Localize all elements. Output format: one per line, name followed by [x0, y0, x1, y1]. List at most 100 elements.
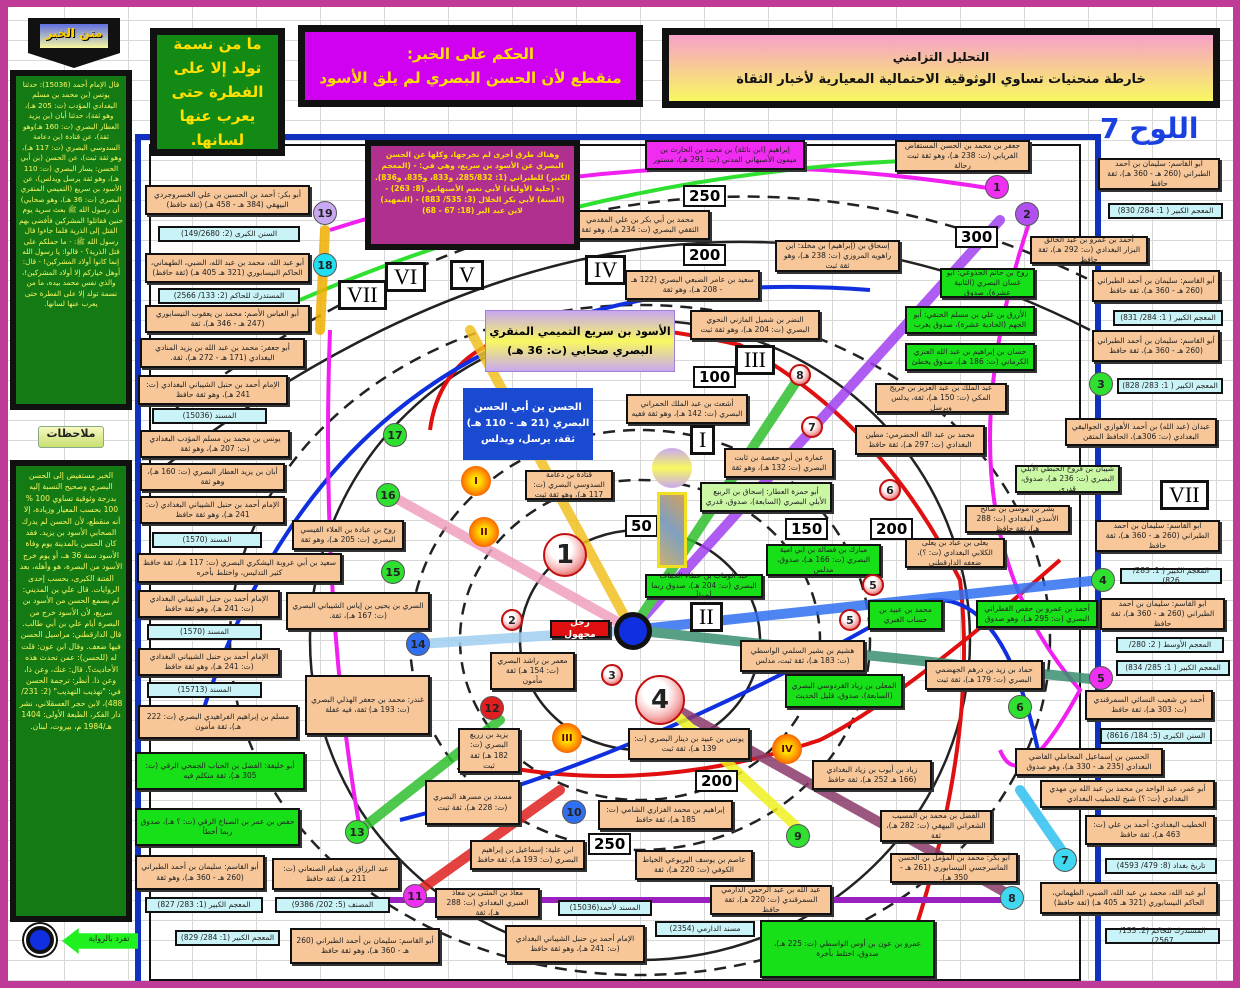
path-number-16: 16 [376, 483, 400, 507]
scale-label: 250 [683, 185, 727, 207]
narrator-box-munadi: أبو جعفر: محمد بن عبد الله بن يزيد المنا… [140, 338, 305, 368]
narrator-box-nadr: النضر بن شميل المازني النحوي البصري (ت: … [690, 310, 820, 340]
lamp-icon [652, 448, 692, 570]
node-number: 5 [862, 574, 884, 596]
other-routes-text: وهناك طرق أخرى لم نخرجها، وكلها عن الحسن… [371, 146, 574, 244]
notes-text: الخبر مستفيض إلى الحسن البصري وصحيح النس… [16, 466, 126, 916]
narrator-box-mamar: معمر بن راشد البصري (ت: 154 هـ) ثقة مأمو… [490, 652, 575, 690]
node-number: 5 [839, 609, 861, 631]
hasan-dates: البصري (21 هـ - 110 هـ) [466, 418, 590, 429]
node-number: 4 [635, 675, 685, 725]
scale-label: 100 [693, 366, 737, 388]
narrator-box-hakim1: أبو عبد الله، محمد بن عبد الله، الضبي، ا… [145, 253, 310, 283]
companion-box: الأسود بن سريع التميمي المنقري البصري صح… [485, 310, 675, 372]
narrator-box-firyabi: جعفر بن محمد بن الحسن المستفاض الفريابي … [895, 140, 1030, 172]
path-number-10: 10 [562, 800, 586, 824]
path-number-15: 15 [381, 560, 405, 584]
scale-label: 300 [955, 226, 999, 248]
narrator-box-saeed-amir: سعيد بن عامر الضبعي البصري (122 هـ - 208… [625, 270, 760, 300]
narrator-box-nasai: أحمد بن شعيب النسائي السمرقندي (ت: 303 ه… [1085, 690, 1213, 720]
path-number-13: 13 [345, 820, 369, 844]
verdict-text: منقطع لأن الحسن البصري لم يلق الأسود [319, 69, 622, 87]
path-number-2: 2 [1015, 202, 1039, 226]
narrator-box-mahamili: الحسين بن إسماعيل المحاملي القاضي البغدا… [1015, 748, 1163, 776]
notes-label: ملاحظات [38, 426, 104, 448]
narrator-box-fadl: الفضل بن محمد بن المسيب الشعراني البيهقي… [880, 810, 992, 842]
tier-label: V [450, 260, 484, 290]
path-number-1: 1 [985, 175, 1009, 199]
quote-box: ما من نسمة تولد إلا على الفطرة حتى يعرب … [150, 28, 285, 156]
node-number: 2 [501, 609, 523, 631]
path-number-12: 12 [480, 696, 504, 720]
scale-label: 50 [625, 515, 658, 537]
path-number-5: 5 [1089, 666, 1113, 690]
narrator-box-ghubari: محمد بن عبيد بن حساب الغبري [868, 600, 943, 630]
narrator-box-hassan: حسان بن إبراهيم بن عبد الله العنزي الكرم… [905, 343, 1035, 371]
node-number: 1 [543, 533, 587, 577]
citation-nasai: السنن الكبرى (5: 184/ 8616) [1100, 728, 1212, 744]
header-title: التحليل التزامني [892, 49, 990, 64]
matn-label-text: متن الخبر [39, 24, 109, 48]
citation-kabir-826: المعجم الكبير ( 1: 283/ 826) [1120, 566, 1222, 585]
tier-node: IV [772, 734, 802, 764]
narrator-box-tabarani-a: أبو القاسم: سليمان بن أحمد الطبراني (260… [135, 855, 265, 890]
narrator-box-aban: أبان بن يزيد العطار البصري (ت: 160 هـ)، … [140, 463, 285, 491]
path-number-9: 9 [786, 824, 810, 848]
path-number-17: 17 [383, 423, 407, 447]
citation-musnad-ahmad: المسند لأحمد(15036) [558, 900, 652, 916]
narrator-box-tabarani-4: أبو القاسم: سليمان بن أحمد الطبراني (260… [1095, 520, 1220, 552]
tier-label: IV [585, 255, 627, 285]
narrator-box-tabarani-b: أبو القاسم: سليمان بن أحمد الطبراني (260… [290, 928, 440, 964]
node-number: 7 [801, 416, 823, 438]
narrator-box-tabarani-1: أبو القاسم: سليمان بن أحمد الطبراني (260… [1098, 158, 1220, 190]
scale-label: 250 [588, 833, 632, 855]
narrator-box-qatarani: أحمد بن عمرو بن حفص القطراني البصري (ت: … [976, 600, 1098, 628]
narrator-box-muadh: معاذ بن المثنى بن معاذ العنبري البغدادي … [435, 888, 540, 918]
scale-label: 200 [683, 244, 727, 266]
other-routes-box: وهناك طرق أخرى لم نخرجها، وكلها عن الحسن… [365, 140, 580, 250]
matn-box: قال الإمام أحمد (15036): حدثنا يونس (بن … [10, 70, 132, 410]
narrator-box-ahmad2: الإمام أحمد بن حنبل الشيباني البغدادي (ت… [140, 496, 285, 524]
narrator-box-fazari: إبراهيم بن محمد الفزاري الشامي (ت: 185 ه… [598, 800, 733, 830]
narrator-box-ibn-ulayya: ابن علية: إسماعيل بن إبراهيم البصري (ت: … [470, 840, 585, 870]
narrator-box-sari: السري بن يحيى بن إياس الشيباني البصري (ت… [286, 592, 430, 630]
scale-label: 150 [785, 518, 829, 540]
narrator-box-mualla: المعلى بن زياد القردوسي البصري (السابعة)… [785, 674, 903, 708]
citation-kabir-828: المعجم الكبير ( 1: 283/ 828) [1117, 378, 1223, 394]
tier-label: VII [1160, 480, 1209, 510]
narrator-box-abu-khalifa: أبو خليفة: الفضل بن الحباب الجمحي الرقي … [135, 752, 305, 790]
solo-narration-label: تفرد بالرواية [88, 934, 130, 943]
narrator-box-ahmad1: الإمام أحمد بن حنبل الشيباني البغدادي (ت… [138, 375, 288, 405]
narrator-box-hushaym: هشيم بن بشير السلمي الواسطي (ت: 183 هـ)،… [740, 640, 865, 672]
citation-kabir-834: المعجم الكبير ( 1: 285/ 834) [1116, 660, 1230, 676]
narrator-box-mutayyan: محمد بن عبد الله الحضرمي: مطين البغدادي … [855, 425, 985, 455]
scale-label: 200 [695, 770, 739, 792]
narrator-box-ghundar: غندر: محمد بن جعفر الهذلي البصري (ت: 193… [305, 675, 430, 735]
narrator-box-umara: عمارة بن أبي حفصة بن ثابت البصري (ت: 132… [724, 448, 834, 478]
narrator-box-saeed-aruba: سعيد بن أبي عروبة اليشكري البصري (ت: 117… [137, 553, 342, 583]
narrator-box-ashath: أشعث بن عبد الملك الحمراني البصري (ت: 14… [626, 394, 748, 424]
narrator-box-bayhaqi: أبو بكر: أحمد بن الحسين بن علي الخسروجرد… [145, 185, 310, 215]
companion-info: البصري صحابي (ت: 36 هـ) [507, 344, 653, 357]
tier-node: III [552, 723, 582, 753]
citation-kabir-830: المعجم الكبير ( 1: 284/ 830) [1108, 203, 1223, 219]
narrator-box-shayban: شيبان بن فروخ الحبطي الأبلي البصري (ت: 2… [1015, 464, 1120, 493]
citation-kabir-829: المعجم الكبير (1: 284/ 829) [175, 930, 280, 946]
narrator-box-abu-hamza: أبو حمزة العطار: إسحاق بن الربيع الأبلي … [700, 482, 832, 512]
path-number-3: 3 [1089, 372, 1113, 396]
citation-tarikh: تاريخ بغداد (8: 479/ 4593) [1105, 858, 1217, 874]
narrator-box-yunus-ubayd: يونس بن عبيد بن دينار البصري (ت: 139 هـ)… [628, 728, 750, 760]
narrator-box-masarjisi: أبو بكر: محمد بن المؤمل بن الحسن الماسرج… [890, 853, 1018, 883]
legend-circle-icon [26, 926, 54, 954]
path-number-11: 11 [403, 884, 427, 908]
plate-number: اللوح 7 [1100, 112, 1199, 145]
hasan-grade: ثقة، يرسل، ويدلس [481, 434, 575, 445]
narrator-box-yala: يعلى بن عباد بن يعلى الكلابي البغدادي (ت… [905, 538, 1005, 568]
citation-musannaf: المصنف (5: 202/ 9386) [275, 897, 390, 913]
narrator-box-ziyad: زياد بن أيوب بن زياد البغدادي (166 هـ 25… [812, 760, 932, 790]
narrator-box-rawh-hatim: روح بن حاتم الجذوعي: أبو غسان البصري (ال… [940, 268, 1035, 298]
path-number-6: 6 [1008, 695, 1032, 719]
unknown-narrator-label: رجل مجهول [550, 618, 610, 640]
scale-label: 200 [870, 518, 914, 540]
narrator-box-yazid: يزيد بن زريع البصري (ت: 182 هـ) ثقة ثبت [458, 728, 520, 773]
